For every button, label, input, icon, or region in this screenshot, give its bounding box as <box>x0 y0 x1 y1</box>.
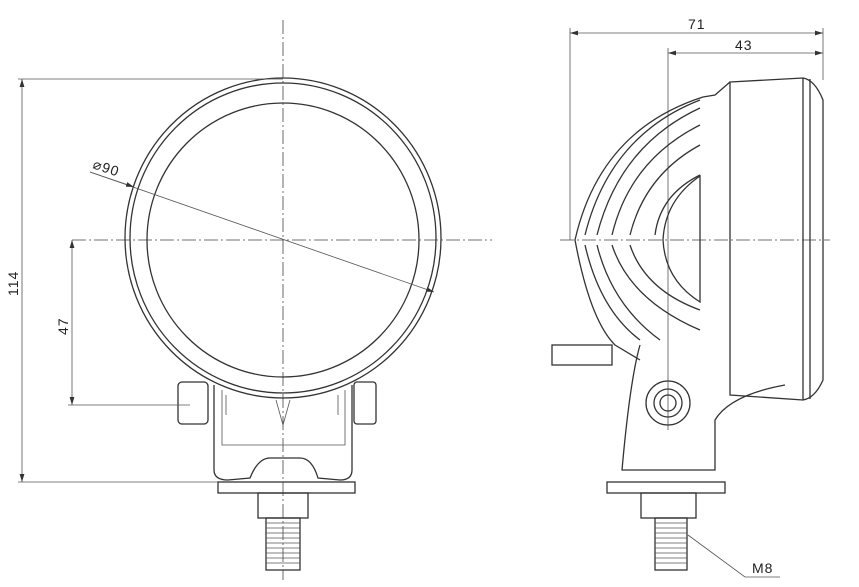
thread-label: M8 <box>752 560 773 576</box>
side-base-plate <box>606 481 726 494</box>
dim-overall-depth: 71 <box>688 16 706 32</box>
threaded-stud <box>265 517 301 571</box>
dim-body-depth: 43 <box>735 37 753 53</box>
side-view: 71 43 M8 <box>551 16 830 578</box>
led-reflector <box>662 174 701 304</box>
lamp-housing <box>729 77 824 401</box>
side-stud-nut <box>640 492 697 519</box>
side-bracket <box>621 344 786 471</box>
thread-leader <box>687 534 780 578</box>
pivot-nut <box>645 380 691 426</box>
dim-mount-height: 47 <box>55 317 71 335</box>
front-view: 114 47 ⌀90 <box>5 20 492 580</box>
cable-gland <box>551 344 613 366</box>
side-threaded-stud <box>654 517 688 571</box>
heat-sink <box>574 81 731 361</box>
dim-overall-height: 114 <box>5 271 21 296</box>
mounting-bracket <box>177 381 377 571</box>
outer-bezel <box>124 77 442 399</box>
bezel-edge <box>129 82 437 394</box>
cooling-fins <box>584 99 701 341</box>
lens <box>146 102 420 378</box>
dim-diameter: ⌀90 <box>91 156 122 180</box>
base-plate <box>217 481 356 494</box>
side-nut-left <box>177 381 209 425</box>
side-nut-right <box>353 381 377 425</box>
